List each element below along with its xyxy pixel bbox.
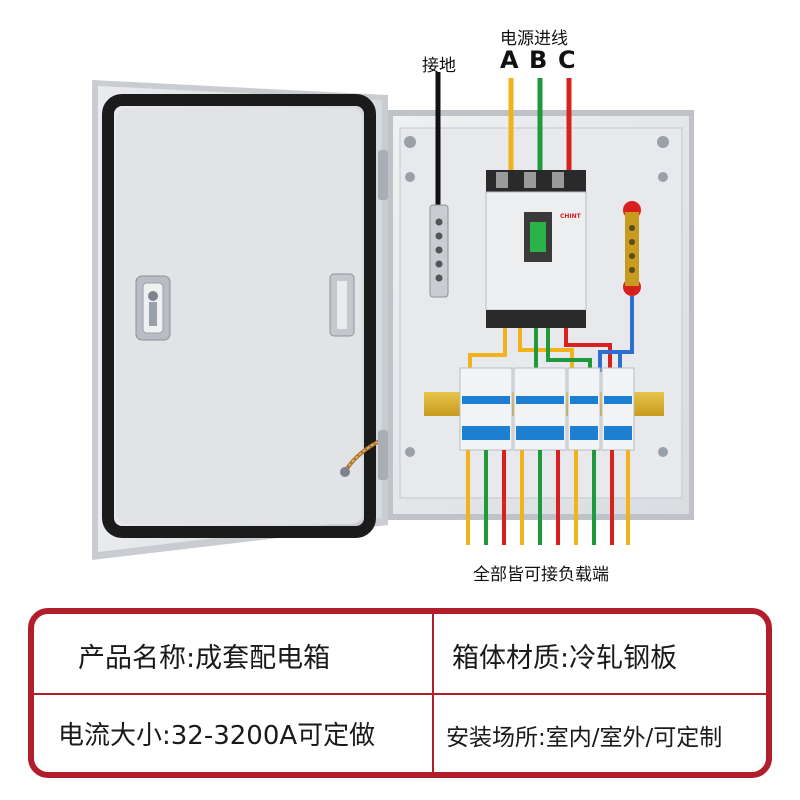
cabinet-door xyxy=(92,80,388,560)
table-divider-vertical xyxy=(432,614,434,772)
main-breaker-brand: CHINT xyxy=(560,213,582,220)
phase-a-label: A xyxy=(500,46,519,74)
power-input-label: 电源进线 xyxy=(500,29,568,49)
distribution-box-illustration: CHINT xyxy=(92,29,694,585)
door-hinge-latch xyxy=(329,273,355,337)
hinge-bottom xyxy=(378,430,388,480)
internal-wiring xyxy=(468,296,634,372)
branch-breakers xyxy=(459,367,635,451)
phase-c-label: C xyxy=(558,46,576,74)
load-wires xyxy=(466,450,630,545)
spec-product-name: 产品名称:成套配电箱 xyxy=(78,643,331,674)
spec-installation: 安装场所:室内/室外/可定制 xyxy=(446,725,723,751)
neutral-terminal-bar xyxy=(623,201,641,296)
main-circuit-breaker: CHINT xyxy=(485,170,587,328)
door-lock[interactable] xyxy=(135,275,171,341)
door-seal-gasket xyxy=(102,94,376,538)
spec-material: 箱体材质:冷轧钢板 xyxy=(452,643,678,674)
ground-label: 接地 xyxy=(422,56,456,76)
table-divider-horizontal xyxy=(34,693,766,695)
hinge-top xyxy=(378,150,388,200)
load-terminals-label: 全部皆可接负载端 xyxy=(473,565,609,585)
ground-terminal-bar xyxy=(429,204,449,298)
spec-current: 电流大小:32-3200A可定做 xyxy=(58,721,376,751)
phase-b-label: B xyxy=(529,46,548,74)
spec-table: 产品名称:成套配电箱 箱体材质:冷轧钢板 电流大小:32-3200A可定做 安装… xyxy=(28,608,772,778)
